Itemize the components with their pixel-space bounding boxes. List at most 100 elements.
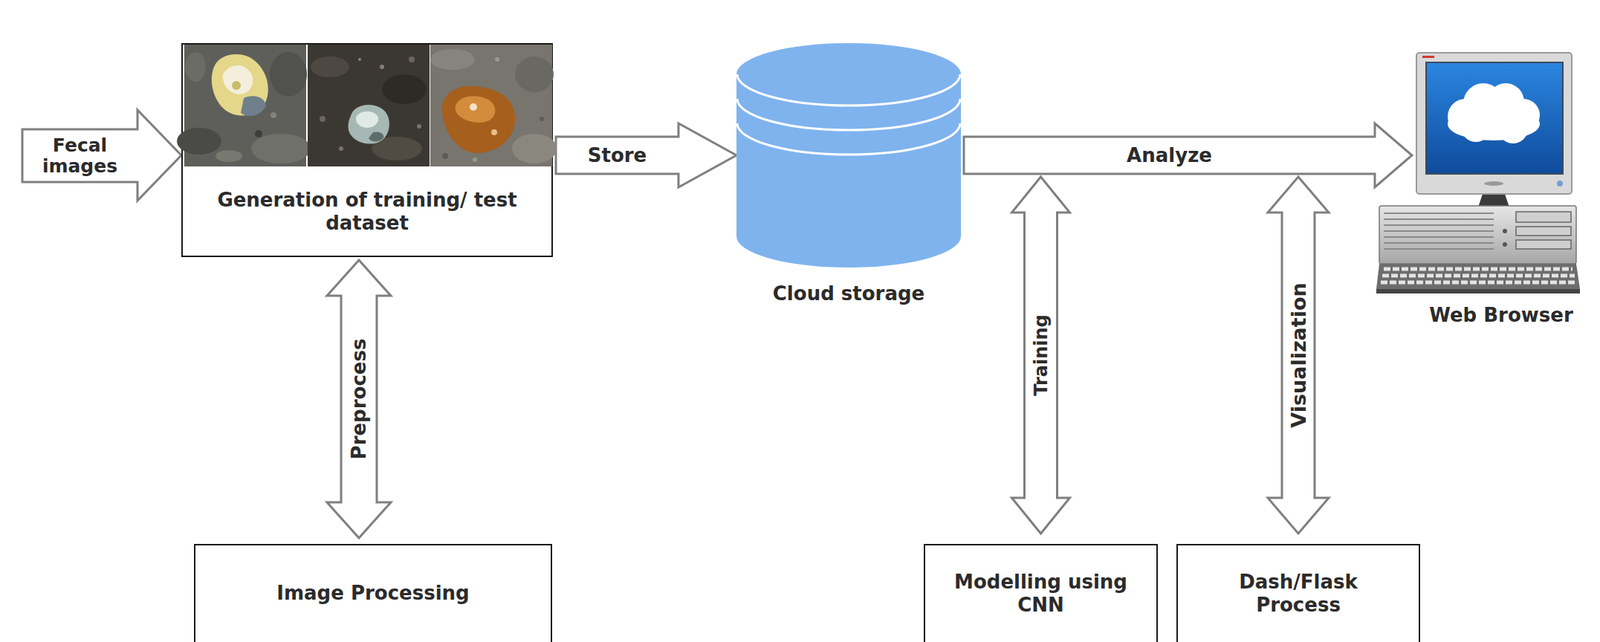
storage-cylinder-shape	[736, 43, 961, 268]
photo-two	[379, 64, 385, 70]
node-label: Image Processing	[276, 581, 469, 605]
computer-drawing	[1376, 52, 1580, 294]
block-arrow	[326, 260, 391, 539]
photo-one	[270, 112, 277, 119]
computer-drawing	[1502, 228, 1508, 234]
cylinder-stripe	[737, 123, 961, 155]
photo-three	[469, 103, 478, 111]
photo-two	[307, 44, 430, 167]
photo-three	[430, 49, 475, 70]
photo-three	[455, 95, 496, 123]
arrow-label: Store	[587, 145, 647, 165]
block-arrow	[1012, 176, 1071, 534]
photo-one	[185, 52, 206, 82]
fecal-photos	[184, 44, 553, 167]
photo-two	[358, 57, 362, 61]
photo-two	[381, 74, 427, 105]
computer-drawing	[1516, 226, 1572, 236]
computer-drawing	[1383, 267, 1573, 272]
text-area: Modelling using CNN	[925, 545, 1157, 642]
arrow-label: Analyze	[1126, 145, 1213, 165]
photo-three	[472, 157, 478, 163]
photo-one	[240, 95, 267, 116]
computer-drawing	[1376, 263, 1580, 290]
computer-drawing	[1383, 218, 1494, 220]
photo-three	[539, 116, 544, 122]
computer-drawing	[1484, 181, 1504, 186]
computer-drawing	[1382, 274, 1575, 278]
photo-three	[491, 129, 498, 136]
text-area: Cloud storage	[736, 279, 961, 310]
computer-drawing	[1502, 242, 1508, 247]
computer-drawing	[1422, 55, 1435, 58]
photo-three	[430, 44, 557, 167]
node-label: Web Browser	[1429, 303, 1574, 327]
photo-one	[231, 81, 241, 90]
node-label: Cloud storage	[772, 282, 925, 306]
computer-drawing	[1516, 211, 1572, 223]
computer-drawing	[1416, 52, 1572, 194]
cloud-symbol	[1447, 83, 1540, 144]
photo-two	[355, 111, 379, 128]
text-area: Dash/Flask Process	[1177, 545, 1419, 642]
cloud-symbol	[1498, 113, 1528, 144]
photo-one	[269, 52, 307, 97]
cylinder-stripe	[737, 98, 961, 131]
photo-two	[319, 115, 326, 122]
text-area: Generation of training/ test dataset	[182, 167, 552, 256]
block-arrow	[1267, 176, 1329, 534]
photo-one	[222, 65, 253, 95]
photo-three	[512, 133, 557, 164]
arrow-label: Preprocess	[349, 338, 369, 461]
photo-three	[442, 86, 516, 154]
photo-two	[368, 131, 384, 142]
photo-one	[176, 127, 222, 155]
browser-icon: Web Browser	[1411, 52, 1591, 336]
process-box: Dash/Flask Process	[1176, 543, 1421, 642]
computer-drawing	[1383, 248, 1494, 250]
computer-icon	[1374, 52, 1591, 299]
process-box: Modelling using CNN	[923, 543, 1158, 642]
photo-one	[211, 54, 269, 116]
computer-drawing	[1379, 205, 1577, 264]
computer-drawing	[1380, 280, 1577, 285]
cylinder-stripe	[737, 74, 961, 106]
photo-two	[348, 104, 390, 145]
computer-drawing	[1376, 289, 1580, 294]
photo-one	[254, 130, 263, 138]
block-arrow	[555, 123, 737, 188]
photo-three	[494, 57, 500, 62]
photo-one	[251, 133, 311, 164]
process-box: Image Processing	[193, 543, 553, 642]
photo-two	[416, 124, 422, 129]
photo-two	[310, 56, 350, 78]
cloud-symbol	[1461, 112, 1491, 142]
input-label: Fecal images	[22, 129, 138, 183]
photo-two	[307, 44, 430, 167]
computer-drawing	[1426, 62, 1563, 174]
node-label: Dash/Flask Process	[1216, 570, 1381, 617]
block-arrow	[963, 123, 1412, 188]
photo-one	[176, 44, 311, 167]
photo-three	[515, 56, 554, 93]
node-label: Modelling using CNN	[937, 570, 1146, 617]
computer-drawing	[1383, 212, 1494, 215]
computer-drawing	[1383, 242, 1494, 244]
photo-one	[215, 150, 243, 163]
node-label: Generation of training/ test dataset	[196, 188, 539, 235]
photo-three	[442, 153, 449, 160]
computer-drawing	[1383, 236, 1494, 238]
storage-cylinder: Cloud storage	[736, 43, 961, 311]
arrow-label: Visualization	[1288, 282, 1309, 429]
text-area: Image Processing	[195, 545, 551, 642]
computer-drawing	[1383, 230, 1494, 232]
computer-drawing	[1383, 224, 1494, 226]
computer-drawing	[1556, 180, 1563, 187]
photo-two	[338, 146, 344, 151]
photo-two	[408, 56, 415, 63]
dataset-box: Generation of training/ test dataset	[181, 43, 553, 258]
computer-drawing	[1516, 240, 1572, 249]
text-area: Web Browser	[1411, 300, 1591, 331]
arrow-label: Training	[1032, 314, 1051, 397]
